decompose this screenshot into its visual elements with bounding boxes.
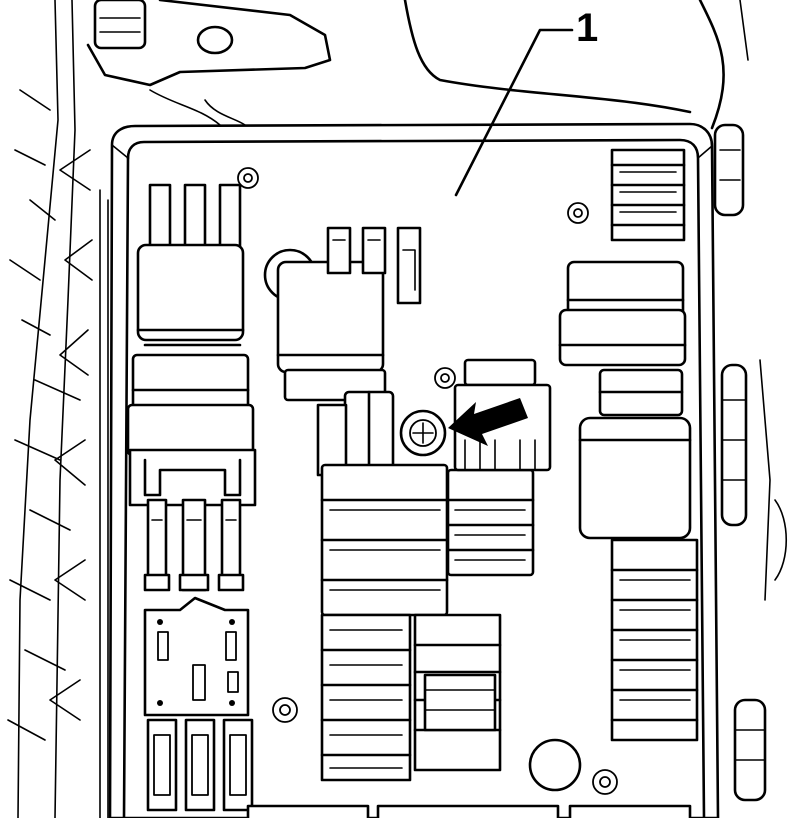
body-panel-outline — [403, 0, 749, 130]
right-top-fuses — [610, 148, 686, 242]
small-connector — [453, 358, 552, 472]
center-fuse-stack — [320, 463, 535, 617]
mounting-bracket — [86, 0, 332, 126]
round-cap — [528, 738, 582, 792]
right-bottom-fuses — [610, 538, 699, 742]
indicator-arrow — [448, 398, 528, 446]
callout-leader — [454, 28, 574, 197]
lower-center-fuse-grid — [320, 613, 502, 782]
callout-label-1: 1 — [576, 6, 599, 50]
center-relay — [263, 226, 422, 402]
large-right-relay — [578, 416, 692, 540]
small-plug-module — [143, 596, 250, 717]
right-relay-pair — [558, 260, 687, 417]
mounting-holes — [237, 167, 618, 795]
left-fuse-links — [143, 498, 245, 592]
bottom-left-fuses — [146, 718, 254, 812]
left-wiring-harness — [7, 0, 109, 818]
central-screw — [399, 409, 447, 457]
small-center-relays — [316, 390, 395, 477]
bottom-edge-connectors — [246, 804, 692, 818]
right-side-connectors — [713, 123, 788, 802]
top-left-relay — [126, 183, 257, 507]
